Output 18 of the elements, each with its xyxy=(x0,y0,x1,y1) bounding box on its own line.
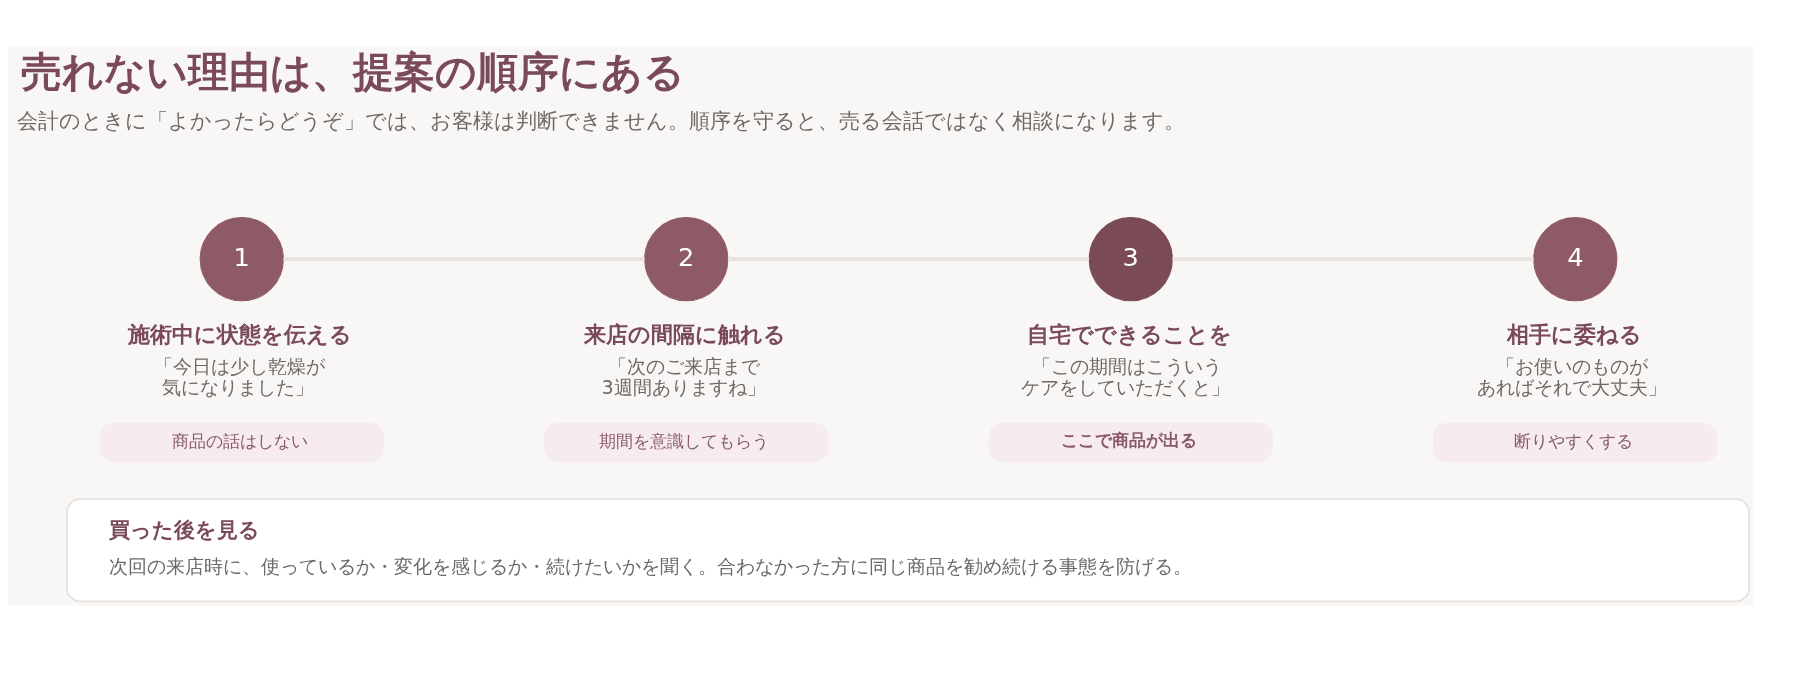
diagram-title: 売れない理由は、提案の順序にある xyxy=(21,47,686,96)
connector xyxy=(1172,257,1534,262)
node-label: 相手に委ねる xyxy=(1507,320,1643,347)
node-circle: 3 xyxy=(1088,217,1173,302)
node-circle: 1 xyxy=(199,217,284,302)
node-box: 買った後を見る 次回の来店時に、使っているか・変化を感じるか・続けたいかを聞く。合わなかった方に同じ商品を勧め続ける事態を防げる。 xyxy=(66,498,1750,603)
node-label: 「今日は少し乾燥が気になりました」 xyxy=(153,355,325,400)
node-circle: 2 xyxy=(644,217,729,302)
node-label: 「お使いのものがあればそれで大丈夫」 xyxy=(1477,355,1668,400)
label: 会計のときに「よかったらどうぞ」では、お客様は判断できません。順序を守ると、売る会話ではなく相談になります。 xyxy=(16,108,1185,134)
node-label: 「この期間はこういうケアをしていただくと」 xyxy=(1020,355,1230,400)
node-label: 「次のご来店まで3週間ありますね」 xyxy=(601,355,766,400)
node-circle: 4 xyxy=(1533,217,1618,302)
connector xyxy=(283,257,645,262)
node-label: 施術中に状態を伝える xyxy=(127,320,352,347)
node-label: 自宅でできることを xyxy=(1026,320,1232,347)
node-label: 来店の間隔に触れる xyxy=(583,320,786,347)
connector xyxy=(727,257,1090,262)
